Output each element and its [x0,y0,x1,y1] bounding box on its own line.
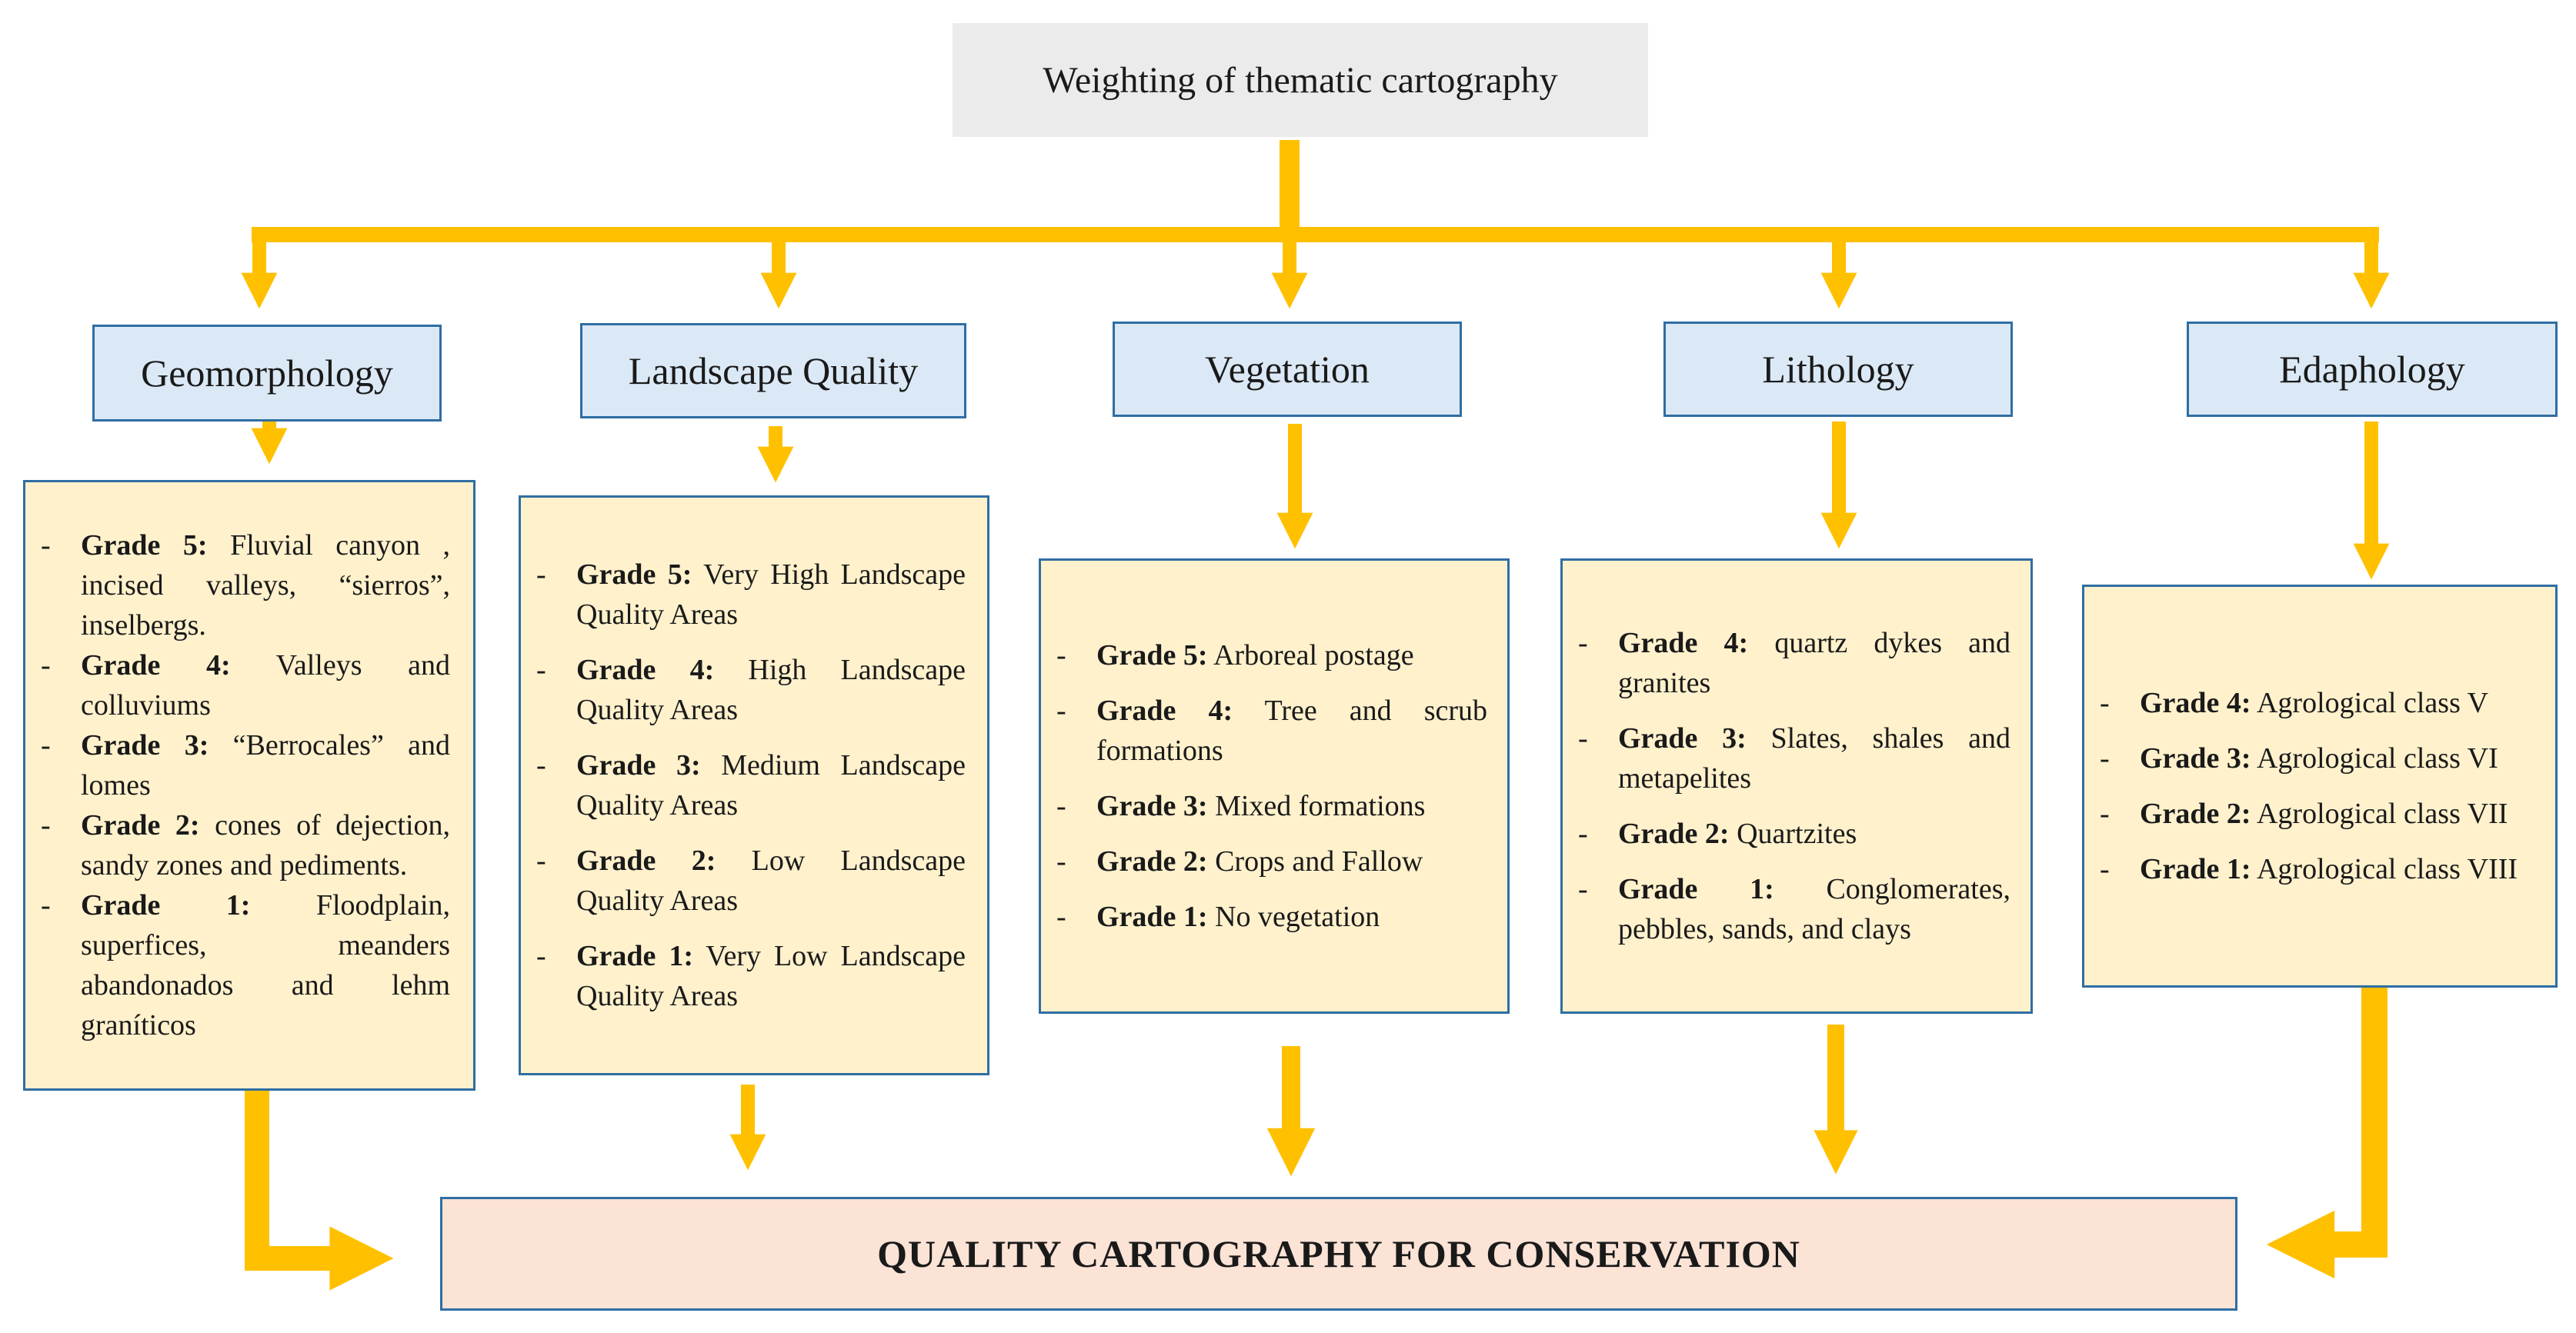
category-lithology: Lithology [1663,322,2013,417]
title-text: Weighting of thematic cartography [1043,59,1558,101]
category-vegetation: Vegetation [1113,322,1462,417]
category-geomorphology: Geomorphology [92,325,442,422]
grades-vegetation: Grade 5: Arboreal postage Grade 4: Tree … [1039,558,1510,1014]
grade-item: Grade 4: quartz dykes and granites [1563,623,2010,703]
grades-lithology: Grade 4: quartz dykes and granites Grade… [1560,558,2033,1014]
grade-item: Grade 4: Tree and scrub formations [1041,691,1487,771]
grade-item: Grade 1: No vegetation [1041,897,1487,937]
grade-item: Grade 2: Quartzites [1563,814,2010,854]
grade-item: Grade 3: Medium Landscape Quality Areas [521,745,966,825]
category-landscape-quality: Landscape Quality [580,323,966,418]
grade-item: Grade 5: Arboreal postage [1041,635,1487,675]
grade-item: Grade 1: Floodplain, superfices, meander… [25,885,450,1045]
grade-item: Grade 3: Agrological class VI [2084,738,2532,778]
category-label: Landscape Quality [628,349,919,392]
result-arrow-edaphology [2266,986,2387,1279]
grade-item: Grade 5: Very High Landscape Quality Are… [521,555,966,635]
grade-item: Grade 4: High Landscape Quality Areas [521,650,966,730]
grades-landscape-quality: Grade 5: Very High Landscape Quality Are… [519,495,989,1075]
grade-item: Grade 1: Agrological class VIII [2084,849,2532,889]
result-arrow-geomorphology [245,1091,394,1291]
result-box: QUALITY CARTOGRAPHY FOR CONSERVATION [440,1197,2237,1311]
grade-item: Grade 5: Fluvial canyon , incised valley… [25,525,450,645]
grade-item: Grade 3: Mixed formations [1041,786,1487,826]
grade-item: Grade 2: Low Landscape Quality Areas [521,841,966,921]
grade-item: Grade 3: Slates, shales and metapelites [1563,718,2010,798]
grade-item: Grade 2: Agrological class VII [2084,794,2532,834]
category-label: Lithology [1762,348,1914,391]
category-edaphology: Edaphology [2187,322,2558,417]
grades-geomorphology: Grade 5: Fluvial canyon , incised valley… [23,480,475,1091]
grade-item: Grade 2: Crops and Fallow [1041,841,1487,881]
result-text: QUALITY CARTOGRAPHY FOR CONSERVATION [877,1232,1800,1275]
grades-edaphology: Grade 4: Agrological class V Grade 3: Ag… [2082,585,2558,988]
category-label: Edaphology [2279,348,2465,391]
grade-item: Grade 1: Conglomerates, pebbles, sands, … [1563,869,2010,949]
grade-item: Grade 3: “Berrocales” and lomes [25,725,450,805]
category-label: Geomorphology [141,352,393,395]
category-label: Vegetation [1205,348,1370,391]
grade-item: Grade 4: Agrological class V [2084,683,2532,723]
grade-item: Grade 2: cones of dejection, sandy zones… [25,805,450,885]
title-box: Weighting of thematic cartography [953,23,1648,137]
grade-item: Grade 1: Very Low Landscape Quality Area… [521,936,966,1016]
grade-item: Grade 4: Valleys and colluviums [25,645,450,725]
